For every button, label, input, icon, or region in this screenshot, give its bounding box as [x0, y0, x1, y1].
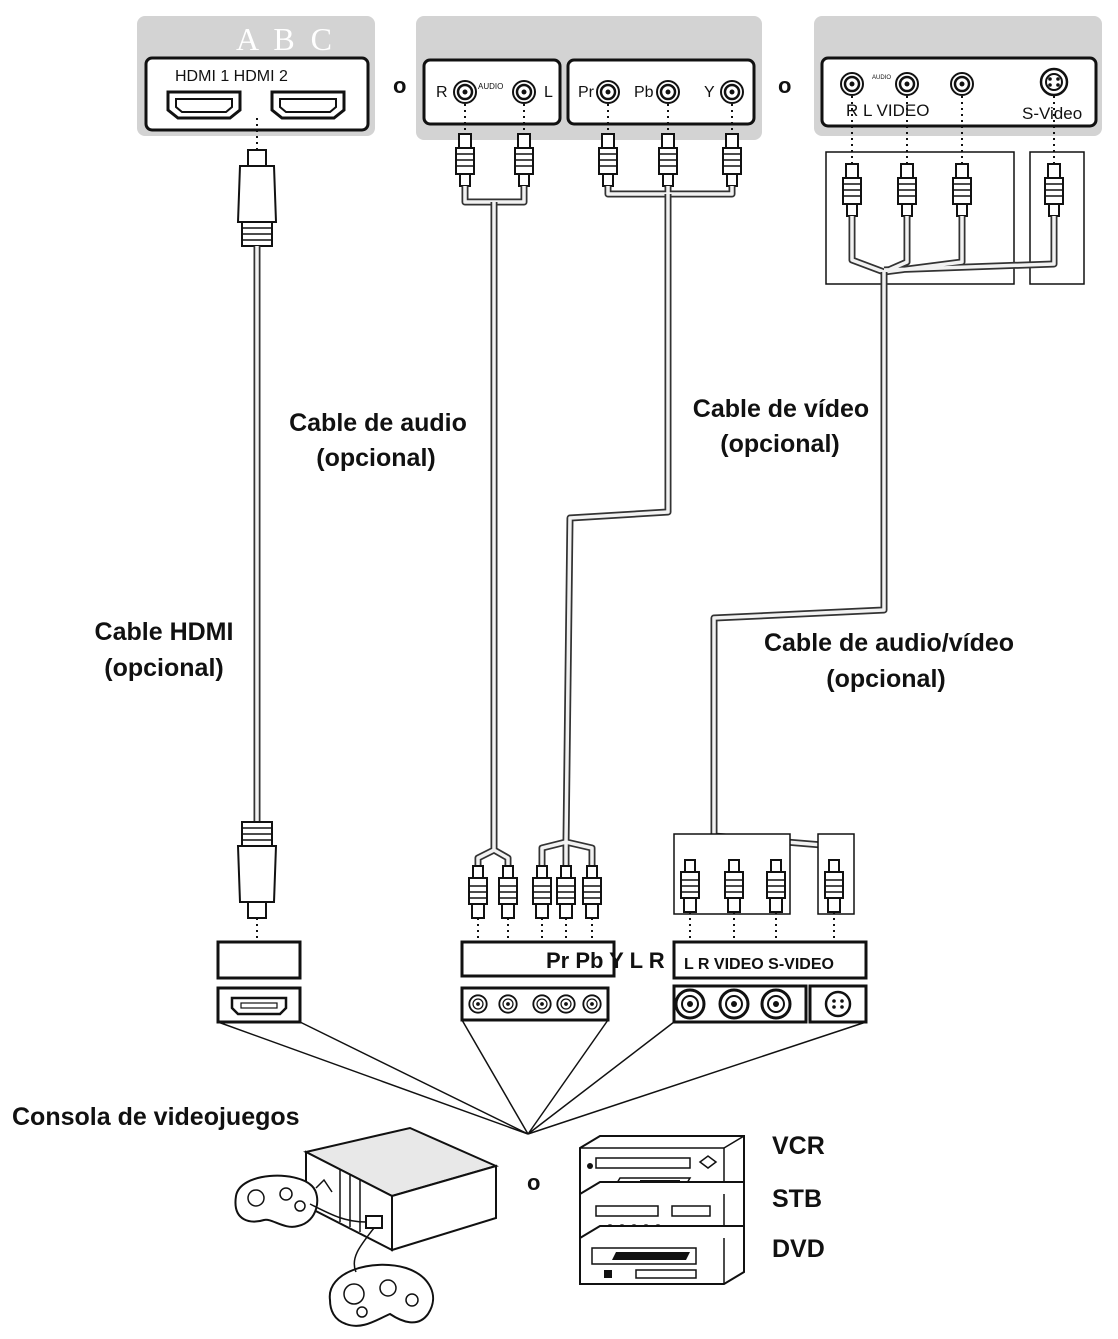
device-audio-l-jack[interactable] — [498, 994, 518, 1014]
device-svideo-jack[interactable] — [824, 990, 852, 1018]
y-label: Y — [704, 84, 715, 101]
tv-svideo-jack[interactable] — [1039, 67, 1069, 97]
av-cable-label-line2: (opcional) — [826, 665, 945, 693]
composite-video-jack[interactable] — [949, 71, 975, 97]
vcr-label: VCR — [772, 1132, 825, 1160]
hdmi-port-2[interactable] — [270, 90, 346, 120]
device-y-jack[interactable] — [582, 994, 602, 1014]
audio-cable[interactable] — [455, 104, 534, 942]
audio-cable-label: Cable de audio (opcional) — [289, 409, 467, 472]
or-label-1: o — [393, 73, 406, 98]
device-composite-r-jack[interactable] — [674, 988, 706, 1020]
audio-cable-label-line1: Cable de audio — [289, 409, 467, 437]
or-label-3: o — [527, 1170, 540, 1195]
audio-r-label: R — [436, 84, 448, 101]
console-label: Consola de videojuegos — [12, 1103, 300, 1131]
audio-l-label: L — [544, 84, 553, 101]
device-composite-l-jack[interactable] — [718, 988, 750, 1020]
device-composite-labels: L R VIDEO S-VIDEO — [684, 956, 834, 973]
tv-svideo-label: S-Video — [1022, 104, 1082, 123]
converging-lines — [217, 1019, 867, 1135]
video-cable-label-line1: Cable de vídeo — [693, 395, 869, 423]
audio-label: AUDIO — [478, 82, 503, 91]
hdmi-cable[interactable] — [236, 118, 278, 940]
device-pb-jack[interactable] — [556, 994, 576, 1014]
audio-l-jack[interactable] — [511, 79, 537, 105]
av-cable-label: Cable de audio/vídeo (opcional) — [764, 629, 1014, 693]
tv-hdmi-panel: A B C HDMI 1 HDMI 2 — [137, 16, 375, 136]
pb-jack[interactable] — [655, 79, 681, 105]
dvd-label: DVD — [772, 1235, 825, 1263]
pb-label: Pb — [634, 84, 654, 101]
y-jack[interactable] — [719, 79, 745, 105]
device-hdmi-port[interactable] — [230, 996, 288, 1016]
device-composite-video-jack[interactable] — [760, 988, 792, 1020]
tv-component-panel: R AUDIO L Pr Pb Y — [416, 16, 762, 140]
or-label-2: o — [778, 73, 791, 98]
device-component-panel: Pr Pb Y L R — [460, 940, 665, 1022]
pr-label: Pr — [578, 84, 595, 101]
rl-video-label: R L VIDEO — [846, 101, 929, 120]
stb-label: STB — [772, 1185, 822, 1213]
tv-composite-panel: AUDIO R L VIDEO S-Video — [814, 16, 1102, 136]
hdmi-cable-label: Cable HDMI (opcional) — [95, 618, 234, 682]
device-composite-panel: L R VIDEO S-VIDEO — [672, 940, 868, 1024]
hdmi-port-labels: HDMI 1 HDMI 2 — [175, 68, 288, 85]
device-hdmi-panel — [216, 940, 302, 1024]
pr-jack[interactable] — [595, 79, 621, 105]
audio-r-jack[interactable] — [452, 79, 478, 105]
video-cable-label-line2: (opcional) — [720, 430, 839, 458]
av-cable[interactable] — [673, 96, 1085, 944]
component-video-cable[interactable] — [532, 104, 742, 942]
hdmi-cable-label-line1: Cable HDMI — [95, 618, 234, 646]
av-cable-label-line1: Cable de audio/vídeo — [764, 629, 1014, 657]
av-device-stack — [579, 1135, 745, 1285]
hdmi-port-1[interactable] — [166, 90, 242, 120]
device-pr-jack[interactable] — [532, 994, 552, 1014]
hdmi-cable-label-line2: (opcional) — [104, 654, 223, 682]
tv-brand-label: A B C — [236, 21, 336, 57]
composite-r-jack[interactable] — [839, 71, 865, 97]
game-console-illustration — [234, 1126, 499, 1327]
composite-audio-label: AUDIO — [872, 75, 891, 81]
video-cable-label: Cable de vídeo (opcional) — [693, 395, 869, 458]
device-audio-r-jack[interactable] — [468, 994, 488, 1014]
audio-cable-label-line2: (opcional) — [316, 444, 435, 472]
composite-l-jack[interactable] — [894, 71, 920, 97]
device-component-labels: Pr Pb Y L R — [546, 948, 665, 973]
